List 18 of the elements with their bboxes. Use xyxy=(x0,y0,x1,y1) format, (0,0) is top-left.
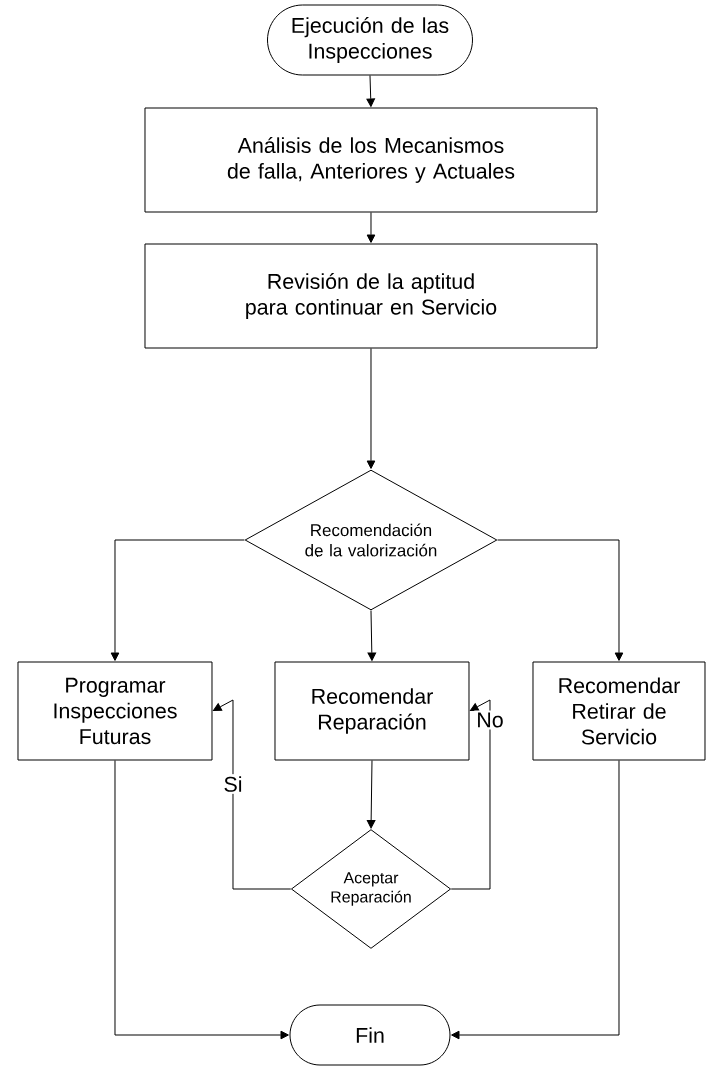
process-box: Programar Inspecciones Futuras xyxy=(17,661,213,761)
edge-label: Si xyxy=(221,774,245,794)
arrow xyxy=(367,610,377,661)
process-box: Revisión de la aptitud para continuar en Servicio xyxy=(144,243,598,349)
arrow xyxy=(110,539,245,661)
arrow xyxy=(366,348,376,469)
process-box: Recomendar Reparación xyxy=(274,661,470,761)
arrow xyxy=(366,75,376,107)
arrow xyxy=(114,760,289,1040)
edge-label: No xyxy=(474,710,506,730)
arrow xyxy=(213,699,292,890)
arrow xyxy=(366,212,376,243)
process-box: Análisis de los Mecanismos de falla, Anteriores y Actuales xyxy=(144,107,598,213)
arrow xyxy=(366,760,376,829)
process-box: Recomendar Retirar de Servicio xyxy=(532,661,706,761)
arrow xyxy=(497,539,624,661)
arrow xyxy=(451,760,620,1040)
arrow xyxy=(450,699,491,890)
